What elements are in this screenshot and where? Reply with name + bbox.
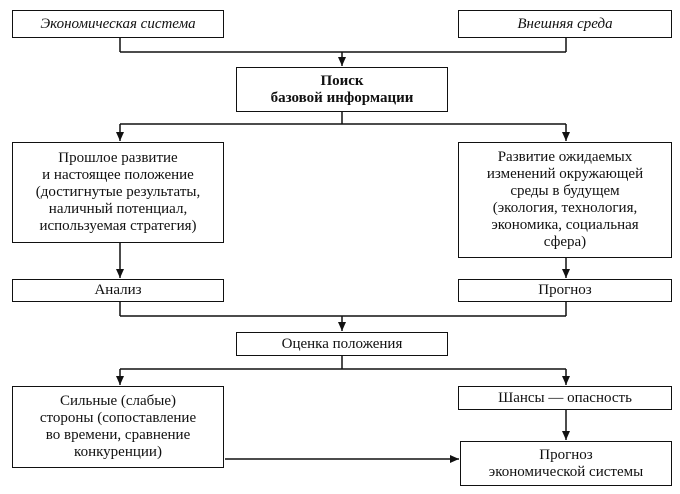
strengths-weaknesses-label: Сильные (слабые) стороны (сопоставление … bbox=[39, 393, 197, 460]
economic-system-label: Экономическая система bbox=[40, 15, 196, 32]
past-development-box: Прошлое развитие и настоящее положение (… bbox=[12, 142, 224, 243]
search-base-info-box: Поиск базовой информации bbox=[236, 67, 448, 112]
future-development-label: Развитие ожидаемых изменений окружающей … bbox=[486, 149, 644, 250]
external-environment-box: Внешняя среда bbox=[458, 10, 672, 38]
analysis-box: Анализ bbox=[12, 279, 224, 302]
search-base-info-label: Поиск базовой информации bbox=[270, 72, 414, 106]
assessment-box: Оценка положения bbox=[236, 332, 448, 356]
strengths-weaknesses-box: Сильные (слабые) стороны (сопоставление … bbox=[12, 386, 224, 468]
chances-threats-box: Шансы — опасность bbox=[458, 386, 672, 410]
future-development-box: Развитие ожидаемых изменений окружающей … bbox=[458, 142, 672, 258]
external-environment-label: Внешняя среда bbox=[517, 15, 613, 32]
economic-system-box: Экономическая система bbox=[12, 10, 224, 38]
system-forecast-label: Прогноз экономической системы bbox=[488, 446, 644, 480]
system-forecast-box: Прогноз экономической системы bbox=[460, 441, 672, 486]
forecast-box: Прогноз bbox=[458, 279, 672, 302]
forecast-label: Прогноз bbox=[538, 282, 592, 298]
analysis-label: Анализ bbox=[94, 282, 142, 298]
chances-threats-label: Шансы — опасность bbox=[498, 389, 632, 406]
assessment-label: Оценка положения bbox=[281, 335, 403, 352]
past-development-label: Прошлое развитие и настоящее положение (… bbox=[35, 150, 201, 234]
